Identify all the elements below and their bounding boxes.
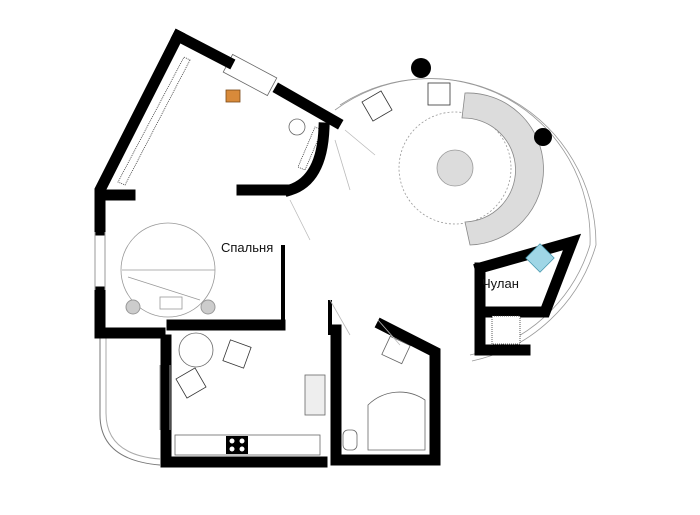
closet-shelf bbox=[491, 315, 521, 345]
windows bbox=[94, 232, 171, 430]
coffee-table bbox=[436, 149, 474, 187]
nightstand bbox=[125, 299, 141, 315]
side-table bbox=[288, 118, 306, 136]
closet-fixture bbox=[525, 243, 555, 273]
dining-table bbox=[178, 332, 214, 368]
wardrobe bbox=[117, 56, 191, 186]
living-room-outline bbox=[334, 78, 597, 362]
curved-sofa bbox=[461, 92, 544, 246]
nightstand bbox=[200, 299, 216, 315]
sink bbox=[381, 335, 411, 365]
wardrobe bbox=[297, 126, 323, 171]
plant-pot bbox=[534, 128, 552, 146]
toilet bbox=[342, 429, 358, 451]
stove bbox=[226, 436, 248, 454]
burners bbox=[229, 438, 245, 452]
balcony bbox=[99, 335, 161, 466]
door-swings bbox=[289, 129, 401, 346]
room-label-bedroom: Спальня bbox=[221, 240, 274, 255]
plant-pot bbox=[411, 58, 431, 78]
shower bbox=[367, 391, 426, 451]
walls bbox=[94, 28, 582, 468]
round-bed bbox=[120, 222, 216, 318]
armchairs bbox=[175, 82, 451, 399]
desk-chair bbox=[225, 89, 241, 103]
room-label-closet: Чулан bbox=[482, 276, 519, 291]
fridge bbox=[304, 374, 326, 416]
balcony bbox=[105, 335, 161, 460]
